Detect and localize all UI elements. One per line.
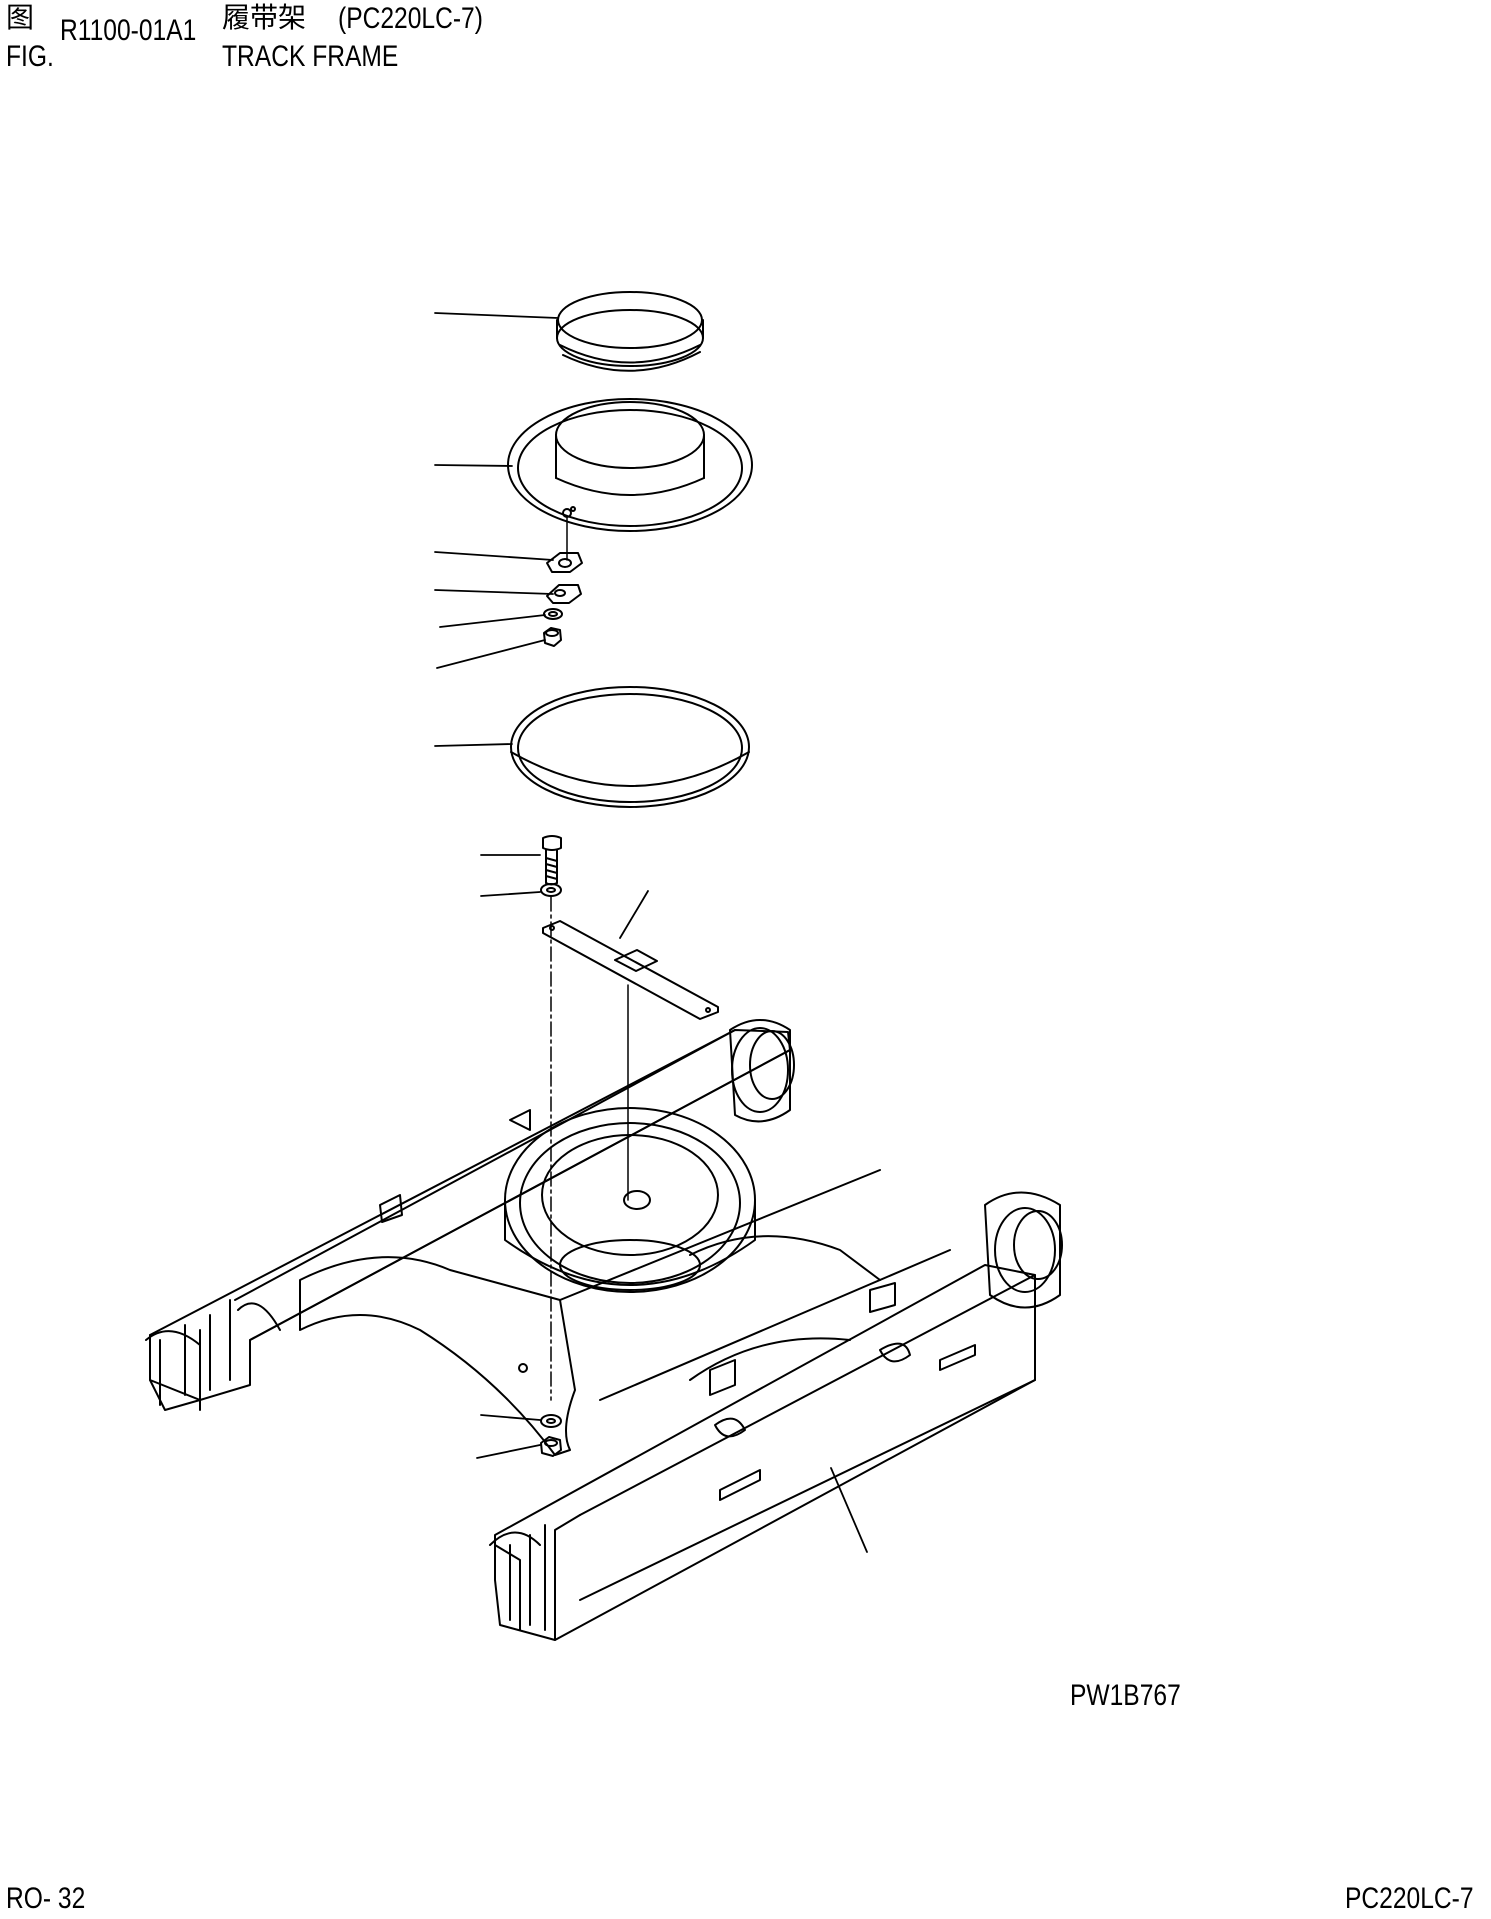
drawing-reference-code: PW1B767 [1070, 1679, 1181, 1712]
leader-cover-ring [435, 465, 512, 466]
title-cn: 履带架 [222, 1, 307, 34]
leader-washer-mid [481, 892, 540, 896]
leader-washer-top [440, 615, 545, 627]
leader-seal [435, 313, 558, 318]
leader-nut-top [437, 640, 545, 668]
large-ring-part [511, 687, 749, 807]
title-en: TRACK FRAME [222, 40, 399, 73]
leader-plate-2 [435, 590, 553, 594]
fig-label-cn: 图 [6, 1, 35, 34]
leader-nut-bottom [477, 1445, 540, 1458]
cover-plate-part [543, 921, 718, 1019]
page-number: RO- 32 [6, 1882, 86, 1915]
washer-bottom-part [541, 1415, 561, 1427]
seal-ring-part [557, 292, 703, 371]
fig-label-en: FIG. [6, 40, 54, 73]
header-model: (PC220LC-7) [338, 2, 483, 35]
plate-2-part [547, 585, 581, 603]
nut-top-part [544, 628, 561, 646]
nut-bottom-part [541, 1437, 561, 1456]
plate-1-part [547, 553, 582, 572]
washer-mid-part [541, 884, 561, 896]
leader-plate-1 [435, 552, 553, 560]
leader-ring [435, 744, 512, 746]
leader-lines [435, 313, 867, 1552]
leader-track-frame [831, 1468, 867, 1552]
figure-number: R1100-01A1 [60, 14, 197, 47]
bolt-part [543, 836, 561, 885]
cover-ring-part [508, 399, 752, 531]
washer-top-part [544, 609, 562, 619]
track-frame-part [146, 1020, 1062, 1640]
footer-model: PC220LC-7 [1345, 1882, 1474, 1915]
leader-washer-bottom [481, 1415, 540, 1420]
leader-cover-plate [620, 891, 648, 938]
